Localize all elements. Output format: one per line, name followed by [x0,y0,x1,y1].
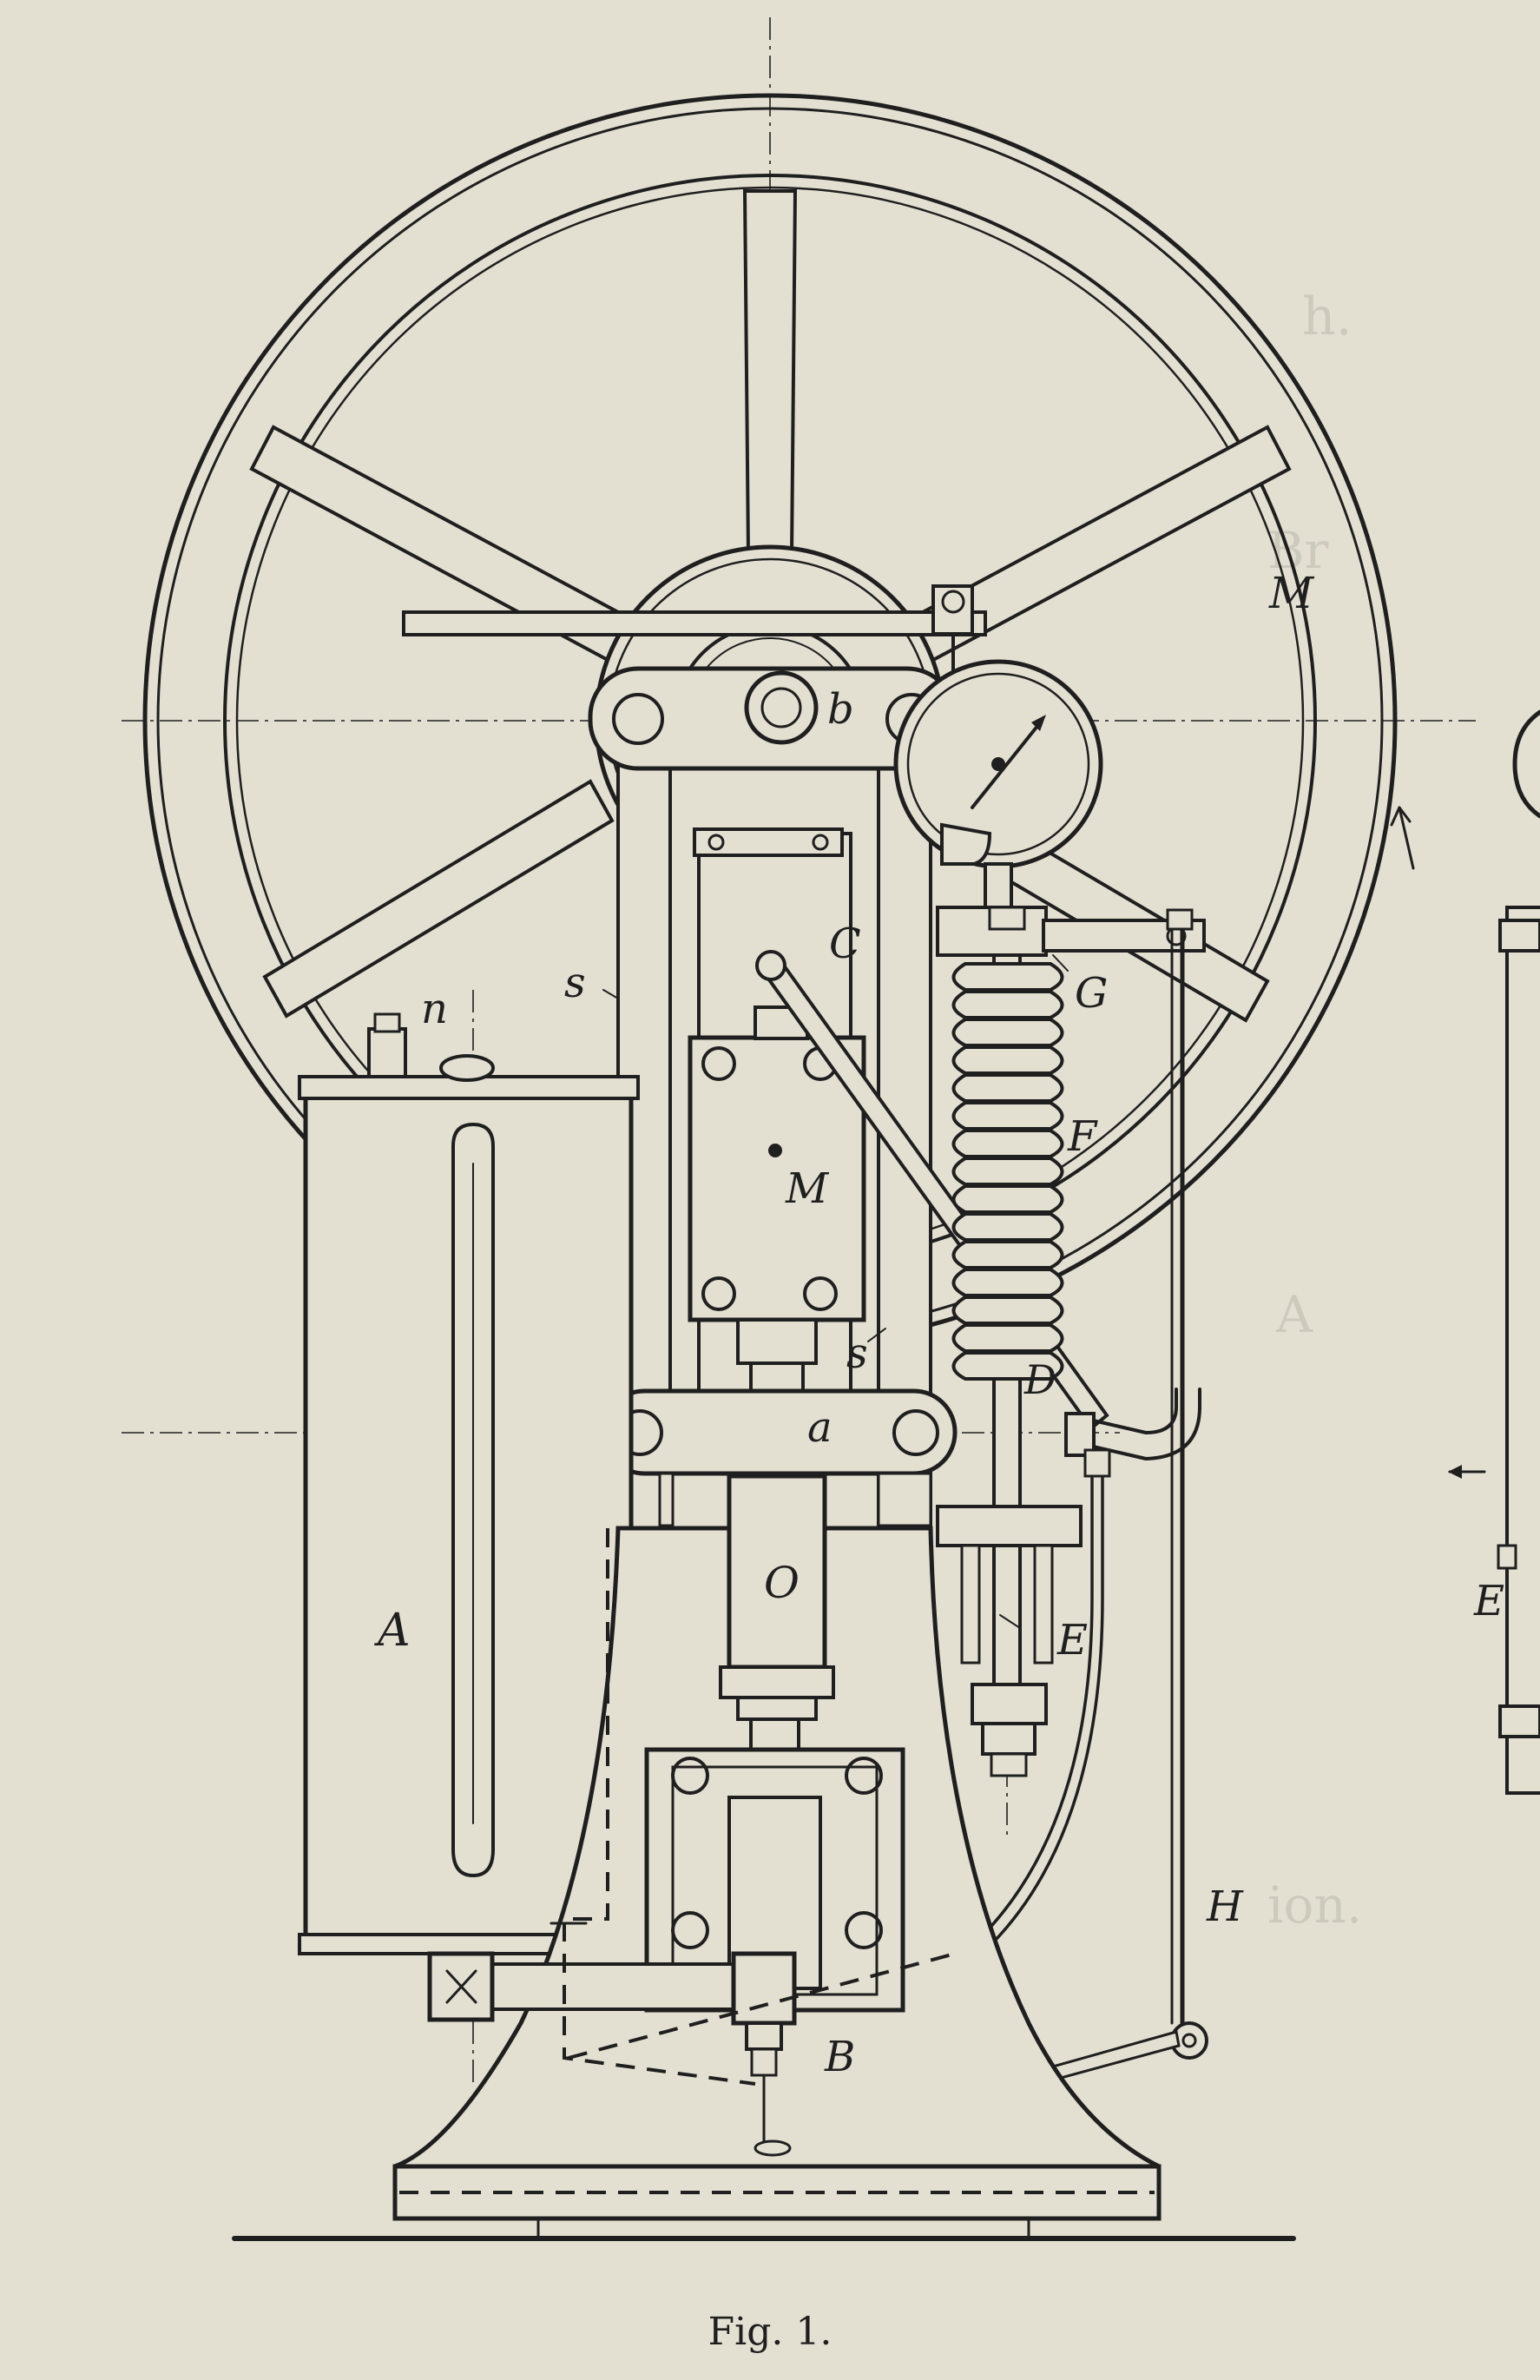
bleedthrough-text: A [1276,1285,1313,1344]
spring-coil [951,1240,1064,1269]
top-yoke [588,666,958,771]
label-s-left: s [564,959,586,1007]
spring-coil [951,990,1064,1019]
label-B: B [824,2033,855,2081]
lower-yoke [601,1388,958,1527]
top-lever [402,584,987,679]
figure-caption: Fig. 1. [707,2310,833,2354]
label-M-center: M [785,1164,830,1213]
label-A: A [374,1605,411,1657]
leader-lines [602,954,1069,1629]
label-M-wheel: M [1268,568,1315,618]
label-O: O [764,1558,800,1608]
spring-coil [951,1212,1064,1242]
label-G: G [1075,969,1108,1018]
spring-coils [951,962,1064,1381]
label-C: C [829,920,861,968]
spring-coil [951,1323,1064,1353]
spring-coil [951,1073,1064,1103]
water-tank [298,1012,640,1955]
bleedthrough-text: h. [1302,287,1352,347]
label-n: n [421,985,448,1033]
bleedthrough-text: Br [1267,521,1329,580]
label-s-lower: s [846,1329,868,1378]
pressure-gauge [893,659,1103,909]
spring-coil [951,962,1064,992]
spring-coil [951,1045,1064,1075]
label-F: F [1067,1112,1098,1161]
bleedthrough-text: ion. [1267,1876,1363,1935]
part-labels: M b n s C G F M s D a O A E B H E [374,568,1504,2081]
bracket-bolts [671,1757,883,1949]
oil-pipe [962,1388,1201,1964]
spring-coil [951,1295,1064,1325]
label-D: D [1023,1356,1056,1403]
label-E: E [1056,1616,1088,1665]
label-E-right: E [1473,1577,1504,1625]
spring-coil [951,1129,1064,1158]
feed-pipe [427,1528,956,2157]
label-b: b [827,685,854,734]
label-H: H [1206,1882,1244,1931]
spring-coil [951,1157,1064,1186]
side-view-fragment [1448,709,1540,1795]
label-a: a [807,1403,833,1452]
spring-coil [951,1101,1064,1131]
spring-coil [951,1018,1064,1047]
cylinder-O [719,1473,835,1756]
spring-coil [951,1351,1064,1381]
cylinder-housing [688,827,866,1434]
spring-coil [951,1184,1064,1214]
spring-coil [951,1268,1064,1297]
